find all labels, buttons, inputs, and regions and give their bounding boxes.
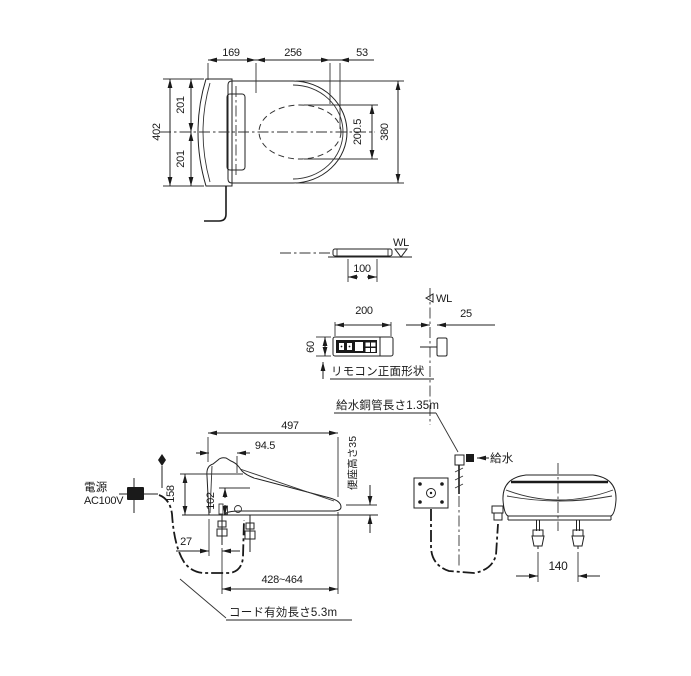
rear-bolt-left <box>531 520 545 549</box>
side-view: 497 94.5 158 102 27 <box>84 398 459 621</box>
wl-flag-icon <box>424 293 434 303</box>
supply-hose-loop <box>430 509 499 574</box>
dim-497: 497 <box>281 420 299 432</box>
dim-140: 140 <box>548 559 568 573</box>
rear-bolt-right <box>571 520 585 549</box>
seat-height-label: 便座高さ35 <box>346 436 359 490</box>
dim-169: 169 <box>222 47 240 59</box>
power-cord-top <box>204 186 227 222</box>
hose-length-label: 給水銅管長さ1.35m <box>336 398 439 412</box>
seat-unit-side <box>206 457 342 516</box>
dim-200-5: 200.5 <box>352 119 364 145</box>
seat-unit-rear <box>502 474 617 517</box>
dim-102: 102 <box>205 492 217 510</box>
dim-380: 380 <box>379 123 391 141</box>
dim-27: 27 <box>180 536 192 548</box>
dim-60: 60 <box>305 341 317 353</box>
power-plug-icon <box>127 487 144 500</box>
dim-25: 25 <box>460 308 472 320</box>
dim-256: 256 <box>284 47 302 59</box>
wall-plate <box>413 477 449 509</box>
dim-100: 100 <box>353 263 371 275</box>
dim-428-464: 428~464 <box>261 574 302 586</box>
supply-label: 給水 <box>490 451 514 465</box>
dim-201-upper: 201 <box>175 96 187 114</box>
dim-94-5: 94.5 <box>255 440 275 452</box>
remote-caption: リモコン正面形状 <box>331 364 425 378</box>
wl-label: WL <box>393 237 409 249</box>
dim-201-lower: 201 <box>175 150 187 168</box>
remote-edge-profile <box>332 248 393 257</box>
dim-402: 402 <box>151 123 163 141</box>
wall-profile-view: 100 WL <box>280 237 412 282</box>
wl-label-2: WL <box>436 293 452 305</box>
rear-view: 140 <box>502 463 617 582</box>
dim-200: 200 <box>355 305 373 317</box>
power-cord-loop <box>158 494 245 574</box>
dim-53: 53 <box>356 47 368 59</box>
cord-end-icon <box>158 454 166 466</box>
power-label: 電源 <box>84 480 108 494</box>
wl-marker-icon <box>394 248 408 258</box>
remote-front-view: 200 60 リモコン正面形状 <box>305 305 434 380</box>
cord-length-label: コード有効長さ5.3m <box>229 605 337 619</box>
remote-side-view: WL 25 <box>406 288 495 425</box>
supply-assembly: 給水 <box>413 451 514 574</box>
supply-connector <box>466 454 474 462</box>
top-view: 169 256 53 402 201 201 200.5 380 <box>151 47 404 222</box>
power-value: AC100V <box>84 495 124 507</box>
dim-158: 158 <box>165 485 177 503</box>
remote-body <box>332 336 394 357</box>
remote-side-body <box>436 337 448 357</box>
